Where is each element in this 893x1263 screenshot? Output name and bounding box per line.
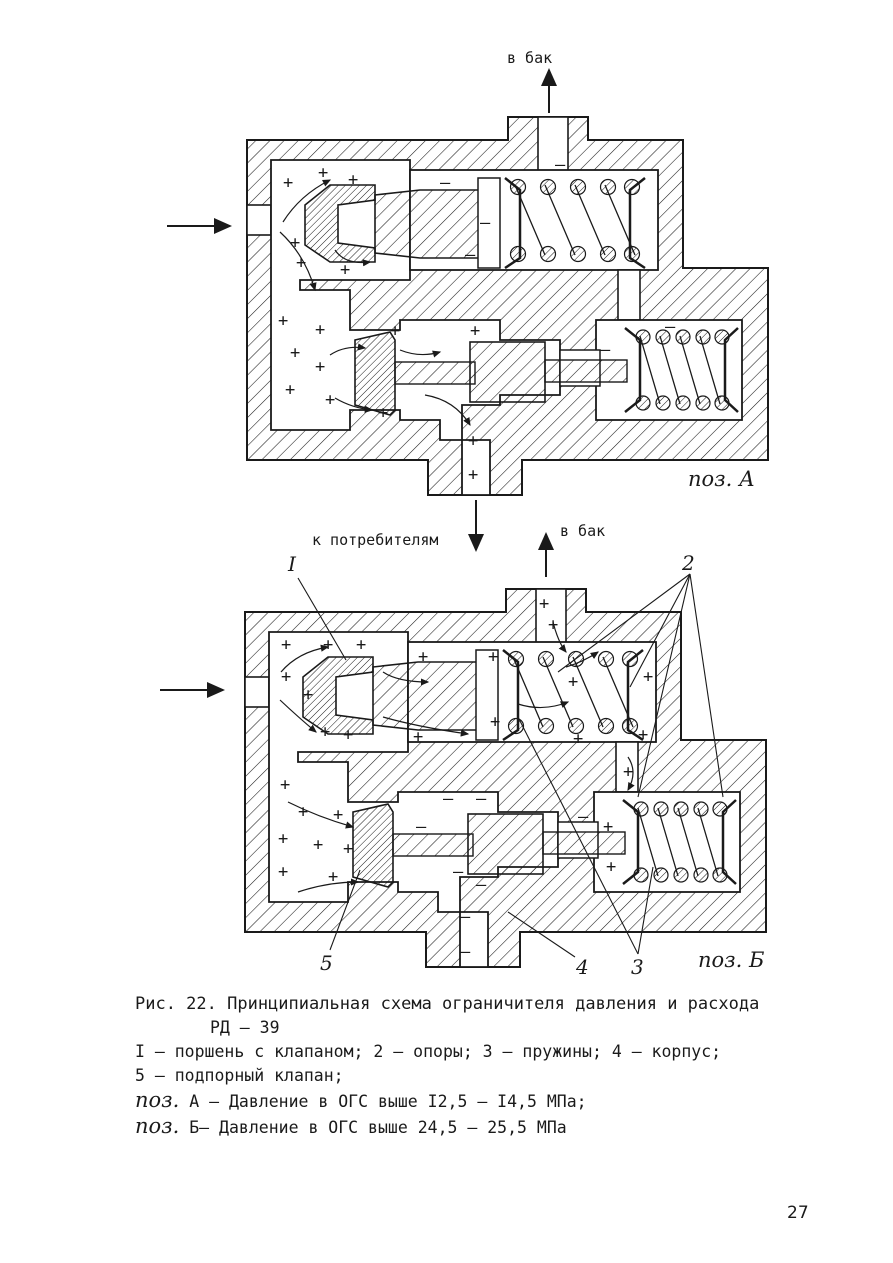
tank-label-a: в бак xyxy=(507,49,552,67)
callout-3: 3 xyxy=(631,955,644,979)
svg-text:+: + xyxy=(290,233,300,253)
svg-text:–: – xyxy=(416,817,427,837)
svg-text:+: + xyxy=(343,725,353,745)
svg-text:+: + xyxy=(548,615,558,635)
svg-text:–: – xyxy=(453,862,464,882)
callout-5: 5 xyxy=(320,951,333,975)
svg-text:+: + xyxy=(325,390,335,410)
caption-legend-2: 5 – подпорный клапан; xyxy=(135,1066,344,1085)
svg-text:+: + xyxy=(378,403,388,423)
svg-text:–: – xyxy=(578,807,589,827)
svg-text:+: + xyxy=(333,805,343,825)
svg-text:+: + xyxy=(470,321,480,341)
caption-pos-a: поз. А – Давление в ОГС выше I2,5 – I4,5… xyxy=(135,1088,835,1114)
callout-4: 4 xyxy=(575,955,589,979)
svg-text:+: + xyxy=(278,862,288,882)
flow-arrows-a xyxy=(279,179,471,427)
svg-text:–: – xyxy=(600,340,611,360)
svg-text:–: – xyxy=(460,942,471,962)
caption-pos-b: поз. Б– Давление в ОГС выше 24,5 – 25,5 … xyxy=(135,1114,835,1140)
pressure-signs-b: + + + + + + + + + + + + + + + + + + + + … xyxy=(278,594,653,962)
svg-text:+: + xyxy=(296,253,306,273)
svg-text:–: – xyxy=(443,789,454,809)
position-label-a: поз. А xyxy=(688,467,755,491)
svg-text:+: + xyxy=(418,647,428,667)
caption-legend-1: I – поршень с клапаном; 2 – опоры; 3 – п… xyxy=(135,1042,722,1061)
svg-text:+: + xyxy=(340,260,350,280)
caption-pos-a-text: А – Давление в ОГС выше I2,5 – I4,5 МПа; xyxy=(189,1092,587,1111)
svg-text:+: + xyxy=(606,857,616,877)
callout-1: I xyxy=(287,552,297,576)
svg-text:+: + xyxy=(281,635,291,655)
svg-text:+: + xyxy=(343,839,353,859)
diagram-position-a: в бак к потребителям + + + + + + + + + xyxy=(167,49,769,552)
svg-text:+: + xyxy=(315,320,325,340)
svg-text:+: + xyxy=(278,311,288,331)
caption-title-cont: РД – 39 xyxy=(210,1018,280,1037)
svg-text:+: + xyxy=(568,672,578,692)
svg-text:+: + xyxy=(320,722,330,742)
svg-text:+: + xyxy=(290,343,300,363)
svg-text:+: + xyxy=(278,829,288,849)
caption-pos-a-prefix: поз. xyxy=(135,1088,180,1112)
svg-text:+: + xyxy=(280,775,290,795)
svg-text:–: – xyxy=(460,907,471,927)
svg-text:+: + xyxy=(573,729,583,749)
position-label-b: поз. Б xyxy=(698,948,764,972)
svg-text:+: + xyxy=(638,725,648,745)
svg-text:+: + xyxy=(348,170,358,190)
caption-pos-b-text: Б– Давление в ОГС выше 24,5 – 25,5 МПа xyxy=(189,1118,567,1137)
svg-text:+: + xyxy=(315,357,325,377)
svg-text:+: + xyxy=(539,594,549,614)
svg-text:–: – xyxy=(555,155,566,175)
svg-text:+: + xyxy=(323,635,333,655)
pressure-signs-a: + + + + + + + + + + + + + + + + + – – – … xyxy=(278,155,676,485)
regulator-schematic: в бак к потребителям + + + + + + + + + xyxy=(160,49,769,979)
callout-2: 2 xyxy=(681,551,695,575)
svg-text:–: – xyxy=(480,213,491,233)
caption-pos-b-prefix: поз. xyxy=(135,1114,180,1138)
svg-text:+: + xyxy=(283,173,293,193)
svg-text:+: + xyxy=(303,685,313,705)
callout-leaders-b xyxy=(297,573,724,958)
svg-text:–: – xyxy=(440,173,451,193)
tank-label-b: в бак xyxy=(560,522,605,540)
svg-text:+: + xyxy=(328,867,338,887)
svg-text:+: + xyxy=(285,380,295,400)
diagram-position-b: в бак + + + + + + + + + + + + xyxy=(160,522,767,979)
svg-text:+: + xyxy=(490,712,500,732)
svg-text:–: – xyxy=(665,317,676,337)
flow-arrows-b xyxy=(279,621,635,893)
svg-text:+: + xyxy=(318,163,328,183)
svg-text:+: + xyxy=(281,667,291,687)
figure-caption: Рис. 22. Принципиальная схема ограничите… xyxy=(135,992,835,1140)
svg-text:–: – xyxy=(476,875,487,895)
svg-text:+: + xyxy=(298,802,308,822)
svg-text:+: + xyxy=(313,835,323,855)
page-number: 27 xyxy=(787,1203,809,1223)
svg-text:+: + xyxy=(643,667,653,687)
svg-text:+: + xyxy=(603,817,613,837)
svg-text:–: – xyxy=(465,245,476,265)
svg-text:+: + xyxy=(390,321,400,341)
consumer-label: к потребителям xyxy=(312,531,438,549)
svg-text:+: + xyxy=(413,727,423,747)
svg-text:+: + xyxy=(468,465,478,485)
svg-text:–: – xyxy=(476,789,487,809)
svg-text:+: + xyxy=(488,647,498,667)
svg-text:+: + xyxy=(356,635,366,655)
svg-text:+: + xyxy=(623,762,633,782)
caption-title: Рис. 22. Принципиальная схема ограничите… xyxy=(135,994,760,1014)
svg-text:+: + xyxy=(468,431,478,451)
